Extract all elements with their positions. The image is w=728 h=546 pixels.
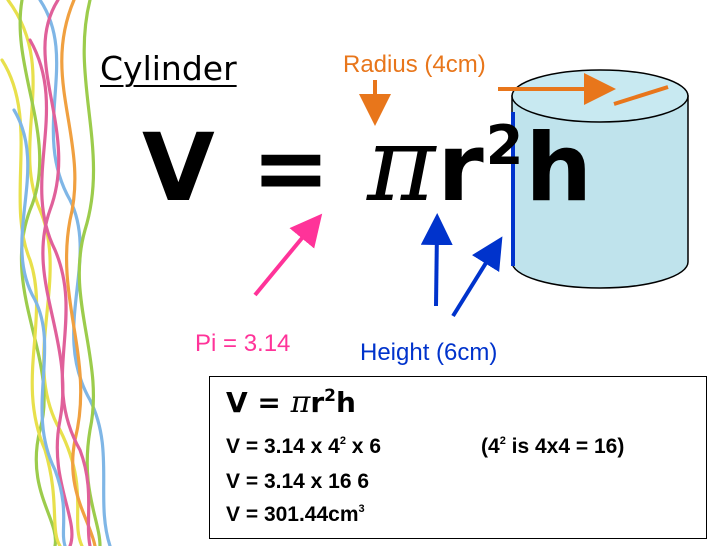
calc-note-prefix: (4 [481, 435, 500, 458]
pi-label: Pi = 3.14 [195, 330, 291, 357]
calculation-line-1: V = 3.14 x 42 x 6 [226, 435, 381, 458]
ribbon-green [18, 0, 58, 546]
formula-lhs: V = [142, 114, 333, 223]
ribbon-pink [41, 0, 74, 546]
formula-h: h [525, 114, 595, 223]
formula-r: r [437, 114, 486, 223]
calculation-line-2: V = 3.14 x 16 6 [226, 470, 370, 493]
calc-heading-exponent: 2 [324, 386, 337, 406]
pi-arrow [253, 213, 323, 297]
ribbon-blue-2 [12, 108, 67, 546]
calculation-note: (42 is 4x4 = 16) [481, 435, 625, 458]
calculation-heading: V = πr2h [226, 388, 356, 418]
calc-heading-pi-symbol: π [290, 385, 311, 420]
calc-heading-lhs: V = [226, 386, 281, 419]
calc-line1-suffix: x 6 [345, 435, 381, 458]
calc-line3-text: V = 301.44cm [226, 503, 359, 526]
calc-heading-r: r [310, 386, 325, 419]
height-label: Height (6cm) [360, 339, 498, 366]
ribbon-yellow-2 [0, 58, 62, 546]
volume-formula: V = πr2h [142, 112, 594, 216]
radius-label: Radius (4cm) [343, 51, 486, 78]
calc-heading-h: h [336, 386, 356, 419]
ribbon-orange [60, 0, 97, 546]
slide-title: Cylinder [100, 49, 237, 88]
pi-symbol: π [366, 103, 438, 225]
calc-note-exponent: 2 [499, 435, 506, 447]
cylinder-body [511, 95, 689, 289]
calc-note-suffix: is 4x4 = 16) [505, 435, 625, 458]
calculation-box [209, 376, 707, 539]
calculation-line-3: V = 301.44cm3 [226, 503, 365, 526]
cylinder-radius-line [613, 85, 669, 106]
ribbon-pink-2 [28, 38, 92, 546]
height-arrow-to-cylinder [451, 236, 503, 318]
calc-line1-exponent: 2 [339, 435, 346, 447]
calc-line1-prefix: V = 3.14 x 4 [226, 435, 340, 458]
calc-line3-exponent: 3 [358, 503, 365, 515]
formula-exponent: 2 [485, 114, 526, 177]
height-arrow-to-h [420, 213, 453, 307]
